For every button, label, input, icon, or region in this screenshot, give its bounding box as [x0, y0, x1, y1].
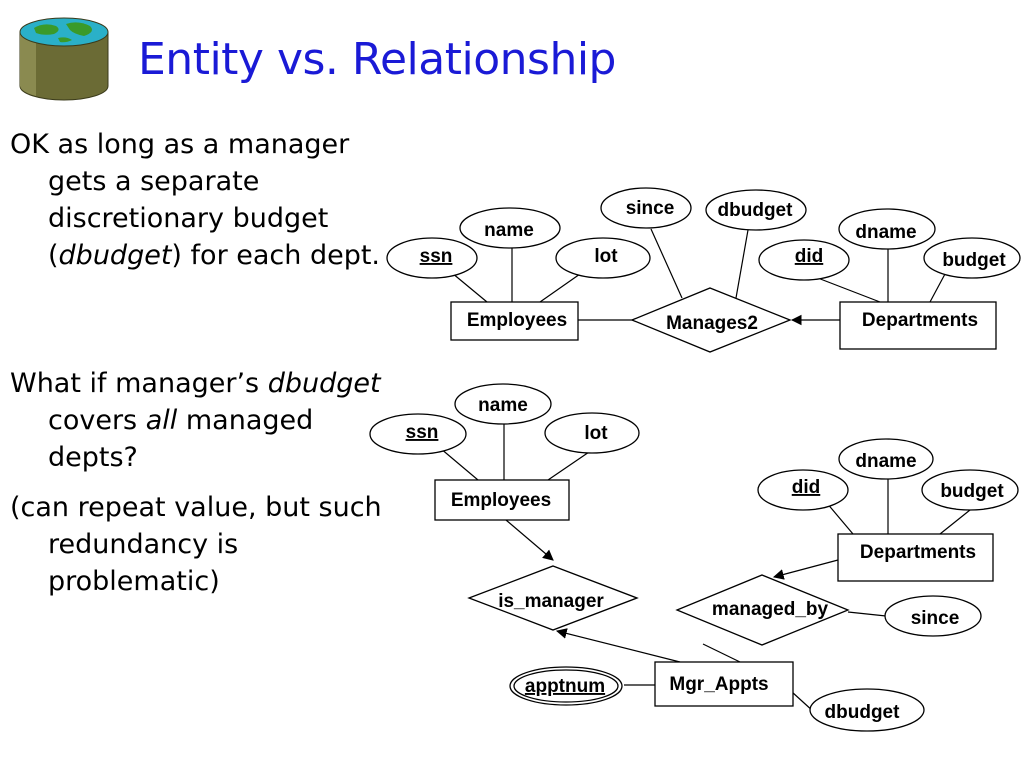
diagram-bottom: ssn name lot did dname budget since appt…	[369, 383, 1019, 732]
attr-did2: did	[792, 477, 821, 498]
attr-did2-ellipse	[757, 469, 849, 511]
entity-departments2: Departments	[860, 542, 976, 563]
attr-lot2-ellipse	[544, 412, 640, 454]
database-globe-icon	[19, 17, 109, 101]
attr-ssn-ellipse	[386, 237, 478, 279]
attr-name2-ellipse	[454, 383, 552, 425]
attr-did: did	[795, 246, 824, 267]
attr-did-ellipse	[758, 239, 850, 281]
bullet-redundancy: (can repeat value, but such redundancy i…	[10, 492, 382, 597]
attr-ssn2-ellipse	[369, 413, 467, 455]
attr-apptnum-inner-ellipse	[513, 669, 619, 703]
attr-since: since	[626, 198, 675, 219]
relationship-managed-by-diamond	[675, 574, 850, 646]
entity-departments2-box	[837, 533, 994, 582]
relationship-is-manager-diamond	[467, 565, 639, 631]
attr-since-ellipse	[600, 187, 692, 229]
attr-lot2: lot	[584, 423, 608, 444]
attr-dname: dname	[855, 222, 916, 243]
entity-employees2: Employees	[451, 490, 551, 511]
attr-dname-ellipse	[838, 208, 936, 250]
relationship-is-manager: is_manager	[498, 591, 604, 612]
attr-apptnum-ellipse	[509, 666, 623, 706]
attr-dbudget-ellipse	[705, 189, 807, 231]
entity-departments: Departments	[862, 310, 978, 331]
attr-lot: lot	[594, 246, 618, 267]
attr-ssn: ssn	[420, 246, 453, 267]
bullet-what-if: What if manager’s dbudget covers all man…	[10, 368, 381, 473]
relationship-managed-by: managed_by	[712, 599, 829, 620]
attr-dbudget2-ellipse	[809, 688, 925, 732]
entity-mgr-appts-box	[654, 661, 794, 707]
attr-name: name	[484, 220, 534, 241]
attr-budget-ellipse	[923, 237, 1021, 279]
bullet-ok-as-long: OK as long as a manager gets a separate …	[10, 129, 380, 271]
attr-name-ellipse	[459, 207, 561, 249]
attr-since2: since	[911, 608, 960, 629]
attr-budget2-ellipse	[921, 469, 1019, 511]
bullet-group-1: OK as long as a manager gets a separate …	[10, 126, 400, 287]
relationship-manages2: Manages2	[666, 313, 758, 334]
bullet-group-2: What if manager’s dbudget covers all man…	[10, 365, 400, 613]
attr-ssn2: ssn	[406, 422, 439, 443]
attr-dbudget: dbudget	[718, 200, 794, 221]
diagram-top: ssn name lot since dbudget did dname bud…	[386, 187, 1021, 353]
attr-budget2: budget	[940, 481, 1004, 502]
entity-employees: Employees	[467, 310, 567, 331]
attr-budget: budget	[942, 250, 1006, 271]
entity-employees-box	[450, 301, 579, 341]
attr-name2: name	[478, 395, 528, 416]
attr-since2-ellipse	[884, 595, 982, 637]
attr-apptnum: apptnum	[525, 676, 605, 697]
entity-departments-box	[839, 301, 997, 350]
attr-dbudget2: dbudget	[825, 702, 901, 723]
entity-mgr-appts: Mgr_Appts	[669, 674, 768, 695]
attr-dname2-ellipse	[838, 438, 934, 480]
page-title: Entity vs. Relationship	[138, 34, 616, 85]
entity-employees2-box	[434, 479, 570, 521]
relationship-manages2-diamond	[630, 287, 792, 353]
attr-lot-ellipse	[555, 237, 651, 279]
attr-dname2: dname	[855, 451, 916, 472]
